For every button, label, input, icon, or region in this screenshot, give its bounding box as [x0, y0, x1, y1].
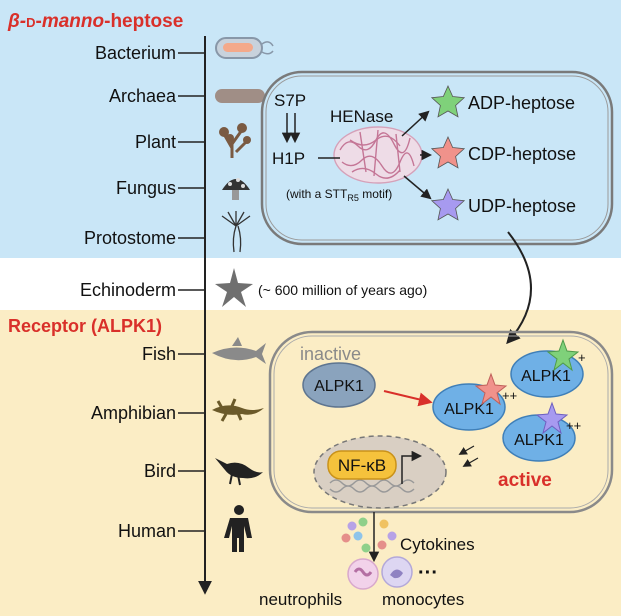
dna-helix-icon [329, 479, 415, 493]
to-udp-arrow [403, 175, 432, 200]
alpk1-active-3-charge: ++ [566, 418, 581, 433]
heptose-title: β-D-manno-heptose [7, 11, 183, 32]
alpk1-active-2-heptose [546, 338, 580, 372]
to-adp-arrow [401, 110, 430, 137]
motif-post: motif) [359, 187, 392, 201]
alpk1-inactive-label: ALPK1 [314, 378, 364, 395]
title-beta: β- [7, 11, 26, 32]
immune-ellipsis: ··· [418, 562, 438, 584]
alpk1-inactive [302, 362, 376, 408]
heptose-star-icon-1 [430, 85, 466, 118]
alpk1-active-1-label: ALPK1 [444, 401, 494, 418]
henase-structure-icon [333, 126, 423, 184]
h1p-label: H1P [272, 149, 305, 168]
bacterium-icon [215, 37, 274, 59]
alpk1-active-2-label: ALPK1 [521, 368, 571, 385]
nfkb-badge [327, 450, 397, 480]
alpk1-active-3-heptose [535, 401, 569, 435]
heptose-star-icon-2 [430, 136, 466, 169]
title-manno: manno [42, 11, 104, 32]
title-d: D [26, 15, 35, 30]
henase-label: HENase [330, 107, 393, 126]
organism-label-bird: Bird [144, 461, 176, 481]
archaea-icon [215, 89, 265, 103]
neutrophils-label: neutrophils [259, 590, 342, 609]
heptose-band [0, 0, 621, 258]
title-rest: -heptose [104, 11, 183, 32]
organism-list: BacteriumArchaeaPlantFungusProtostomeEch… [80, 43, 205, 541]
motif-pre: (with a STT [286, 187, 348, 201]
starfish-icon [215, 268, 253, 307]
protostome-icon [221, 211, 251, 253]
nfkb-label: NF-κB [338, 456, 386, 475]
human-icon [224, 505, 252, 552]
product-label-3: UDP-heptose [468, 196, 576, 216]
s7p-label: S7P [274, 91, 306, 110]
shark-icon [212, 337, 266, 364]
monocytes-label: monocytes [382, 590, 464, 609]
host-cell [268, 330, 614, 514]
signal-arrow-2 [462, 457, 479, 467]
alpk1-active-2-charge: + [578, 350, 586, 365]
active-label: active [498, 470, 552, 491]
cytokine-cluster-icon [341, 517, 397, 553]
plant-icon [219, 123, 251, 158]
alpk1-active-3-label: ALPK1 [514, 432, 564, 449]
organism-label-fish: Fish [142, 344, 176, 364]
transcription-arrow [401, 450, 423, 484]
inactive-label: inactive [300, 344, 361, 364]
neutrophil-icon [347, 558, 379, 590]
salamander-icon [212, 398, 264, 422]
mushroom-icon [222, 178, 250, 200]
bird-icon [215, 458, 263, 486]
receptor-title: Receptor (ALPK1) [8, 316, 162, 336]
organism-label-bacterium: Bacterium [95, 43, 176, 63]
host-cell-inner [273, 335, 609, 509]
heptose-star-icon-3 [430, 188, 466, 221]
signal-arrow-1 [458, 445, 475, 455]
transfer-arrow [506, 231, 532, 345]
organism-label-archaea: Archaea [109, 86, 177, 106]
title-dash: - [36, 11, 42, 32]
organism-label-echinoderm: Echinoderm [80, 280, 176, 300]
alpk1-active-1-charge: ++ [502, 388, 517, 403]
cytokines-label: Cytokines [400, 535, 475, 554]
organism-label-protostome: Protostome [84, 228, 176, 248]
product-label-1: ADP-heptose [468, 93, 575, 113]
alpk1-active-1-heptose [474, 372, 508, 406]
organism-label-plant: Plant [135, 132, 176, 152]
activation-arrow [383, 390, 433, 407]
monocyte-icon [381, 556, 413, 588]
organism-label-human: Human [118, 521, 176, 541]
organism-label-amphibian: Amphibian [91, 403, 176, 423]
organism-label-fungus: Fungus [116, 178, 176, 198]
bacterial-cell-inner [265, 75, 609, 241]
motif-sub: R5 [347, 193, 359, 203]
echinoderm-note: (~ 600 million of years ago) [258, 282, 427, 298]
middle-band [0, 258, 621, 310]
product-label-2: CDP-heptose [468, 144, 576, 164]
bacterial-cell [260, 70, 614, 246]
motif-note: (with a STTR5 motif) [286, 187, 392, 203]
